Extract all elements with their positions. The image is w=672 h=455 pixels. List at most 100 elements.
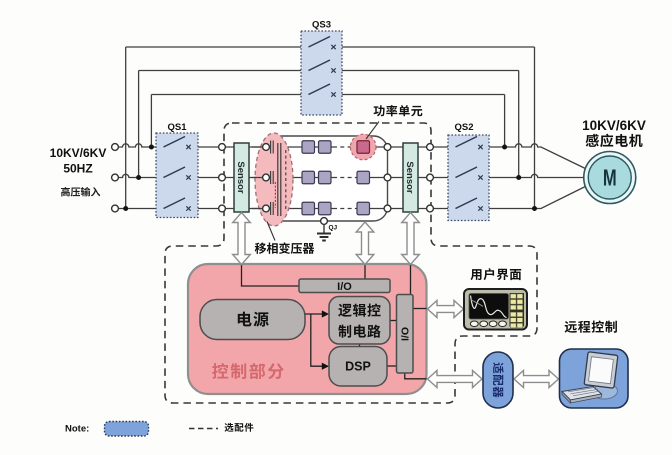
arrow-cells-control xyxy=(354,220,376,266)
cjk-glyph xyxy=(398,105,410,117)
hmi-key[interactable] xyxy=(516,317,523,323)
terminal xyxy=(217,204,227,213)
hmi-key[interactable] xyxy=(510,293,517,299)
hmi-key[interactable] xyxy=(516,311,523,317)
hmi-panel xyxy=(463,288,528,331)
cjk-glyph xyxy=(290,243,303,254)
transformer-ellipse xyxy=(254,132,294,227)
switch-blade xyxy=(308,83,337,98)
phase1-in xyxy=(118,143,164,148)
switch-blade xyxy=(163,166,192,181)
terminal xyxy=(383,204,392,213)
cjk-glyph xyxy=(338,324,352,338)
source-frequency-label: 50HZ xyxy=(63,162,92,176)
arrow-control-adapter xyxy=(426,368,484,390)
control-section-label xyxy=(212,362,284,380)
cjk-glyph xyxy=(70,187,81,197)
junction-dot xyxy=(502,144,508,150)
power-cell xyxy=(317,140,332,154)
cjk-glyph xyxy=(237,311,252,327)
sensor-left-label: Sensor xyxy=(235,161,246,194)
hmi-key[interactable] xyxy=(516,304,523,310)
power-cell xyxy=(301,170,316,185)
cjk-glyph xyxy=(90,187,101,197)
junction-dot xyxy=(148,144,154,150)
hmi-key[interactable] xyxy=(510,323,517,329)
power-cell xyxy=(301,140,316,154)
hmi-key[interactable] xyxy=(510,317,517,323)
hmi-key[interactable] xyxy=(516,323,523,329)
qs2-label: QS2 xyxy=(454,122,473,133)
cabinet-dashed-boundary xyxy=(164,122,538,404)
hmi-key[interactable] xyxy=(510,304,517,310)
hmi-key[interactable] xyxy=(510,311,517,317)
hmi-label xyxy=(470,268,522,281)
power-cell xyxy=(356,170,371,185)
computer-keyboard xyxy=(560,385,603,404)
adapter-box xyxy=(482,351,514,409)
logic-label-line1 xyxy=(338,303,381,317)
cjk-glyph xyxy=(492,374,504,386)
switch-blade xyxy=(308,59,337,74)
hmi-key[interactable] xyxy=(516,299,523,305)
legend: Note: xyxy=(65,420,218,437)
cjk-glyph xyxy=(230,363,247,380)
conn-power-to-dsp xyxy=(310,314,326,367)
conn-ioside-adapter xyxy=(404,373,427,380)
cjk-glyph xyxy=(367,324,381,338)
cjk-glyph xyxy=(591,320,604,333)
cjk-glyph xyxy=(352,303,367,317)
power-cells xyxy=(301,133,377,216)
legend-switch-box-sample xyxy=(103,420,150,437)
cjk-glyph xyxy=(224,422,234,432)
junction-dot xyxy=(136,175,142,180)
remote-computer xyxy=(558,348,629,409)
motor-inner-circle xyxy=(587,155,632,200)
cjk-glyph xyxy=(267,363,284,380)
terminal-ground xyxy=(319,216,329,226)
switch-blade xyxy=(308,35,337,50)
hmi-button[interactable] xyxy=(479,320,489,328)
cjk-glyph xyxy=(253,311,269,327)
switch-blade xyxy=(455,135,484,150)
qs3-box xyxy=(300,30,343,116)
hmi-key[interactable] xyxy=(510,299,517,305)
cjk-glyph xyxy=(386,105,398,117)
hmi-trace-1 xyxy=(469,295,507,319)
hmi-button[interactable] xyxy=(469,320,479,328)
legend-optional-label xyxy=(224,422,254,432)
cjk-glyph xyxy=(249,362,266,380)
dsp-label: DSP xyxy=(345,360,371,374)
arrowhead-logic xyxy=(321,310,329,318)
cjk-glyph xyxy=(585,133,599,147)
power-supply-label xyxy=(237,311,269,327)
dsp-box xyxy=(328,345,388,387)
cjk-glyph xyxy=(244,422,254,432)
adapter xyxy=(482,351,514,409)
cjk-glyph xyxy=(578,320,591,333)
hmi-screen xyxy=(468,293,509,320)
terminal xyxy=(261,204,271,213)
hmi-button[interactable] xyxy=(498,320,507,328)
cjk-glyph xyxy=(483,268,495,281)
terminals xyxy=(110,142,435,226)
terminal xyxy=(383,142,392,152)
sensor-left: Sensor xyxy=(233,142,250,213)
io-side-box xyxy=(395,293,414,374)
hmi-key[interactable] xyxy=(516,293,523,299)
cjk-glyph xyxy=(234,423,244,432)
io-top-box xyxy=(298,278,391,294)
source-voltage-label: 10KV/6KV xyxy=(50,146,107,160)
cjk-glyph xyxy=(61,186,70,197)
cjk-glyph xyxy=(278,242,291,254)
remote-control-label xyxy=(564,320,617,333)
ground-qj-label: QJ xyxy=(329,225,338,232)
arrow-sensor-right-control xyxy=(400,211,421,266)
transformer-windings xyxy=(270,140,287,216)
logic-label-line2 xyxy=(338,324,381,338)
terminal xyxy=(110,142,120,152)
hmi-button[interactable] xyxy=(488,320,498,328)
switch-blade xyxy=(455,197,484,212)
